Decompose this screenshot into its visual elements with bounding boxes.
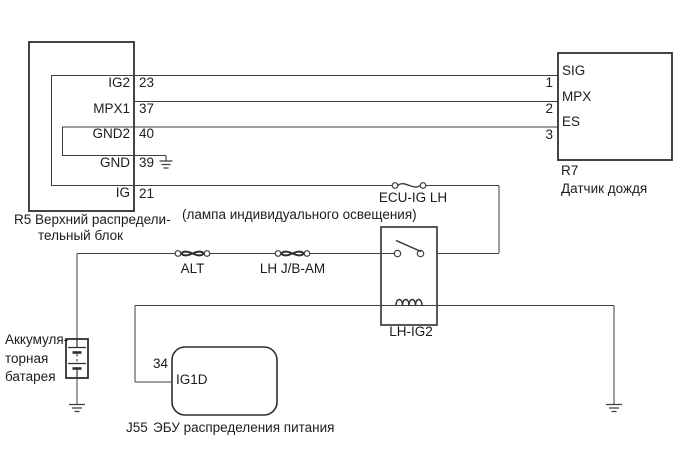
battery-caption-line1: Аккумуля- [5,332,69,347]
ground-symbol-battery [69,403,85,413]
r5-pin-number-37: 37 [139,101,155,116]
ground-symbol-gnd39 [159,155,173,169]
j55-ecu-box [171,346,278,416]
fuse-alt-label: ALT [180,261,205,276]
wire-ig-to-relay [134,185,500,254]
r5-pin-label-mpx1: MPX1 [93,100,130,116]
j55-caption: ЭБУ распределения питания [153,419,335,435]
wire-to-j55-pin34 [134,305,172,383]
r7-ref: R7 [561,163,579,178]
j55-pin-number-34: 34 [152,355,168,371]
r5-caption-line2: тельный блок [38,227,124,243]
relay-switch-arm [395,239,422,253]
r5-pin-label-gnd2: GND2 [92,126,130,141]
r5-pin-label-ig2: IG2 [108,74,130,90]
r7-pin-label-mpx: MPX [562,88,592,104]
r7-rain-sensor-box [557,52,673,161]
r7-pin-label-sig: SIG [562,62,586,78]
fuse-ecu-ig-lh-note: (лампа индивидуального освещения) [182,206,417,222]
r7-caption: Датчик дождя [561,181,648,196]
fuse-lh-jb-am-symbol [274,250,311,257]
r5-internal-bus-gnd2-gnd [62,126,134,156]
j55-pin-label-ig1d: IG1D [176,371,208,387]
battery-caption-line2: торная [5,350,49,366]
r5-internal-bus-ig2-ig [51,75,134,186]
r7-pin-number-2: 2 [545,101,553,116]
r5-caption-line1: R5 Верхний распредели- [14,212,171,227]
fuse-ecu-ig-lh-symbol [391,182,427,189]
r7-pin-number-3: 3 [545,126,553,142]
r7-pin-number-1: 1 [545,75,553,90]
wires [76,75,615,404]
relay-lh-ig2-box [380,226,438,326]
r5-pin-label-gnd: GND [100,154,130,170]
fuse-alt-symbol [174,250,211,257]
r5-pin-number-21: 21 [139,186,155,201]
battery-cells [68,339,86,378]
relay-coil [395,298,423,306]
j55-ref: J55 [126,419,148,435]
r5-pin-number-40: 40 [139,126,155,141]
battery-caption-line3: батарея [5,368,56,384]
r5-pin-number-39: 39 [139,155,155,170]
relay-contact-right [416,249,425,258]
relay-contact-left [393,249,402,258]
fuse-lh-jb-am-label: LH J/B-AM [259,260,326,276]
r5-pin-number-23: 23 [139,74,155,90]
relay-lh-ig2-label: LH-IG2 [389,323,433,339]
r7-pin-label-es: ES [562,114,581,129]
r5-pin-label-ig: IG [115,185,130,200]
ground-symbol-relay [606,403,622,413]
fuse-ecu-ig-lh-label: ECU-IG LH [378,189,448,205]
